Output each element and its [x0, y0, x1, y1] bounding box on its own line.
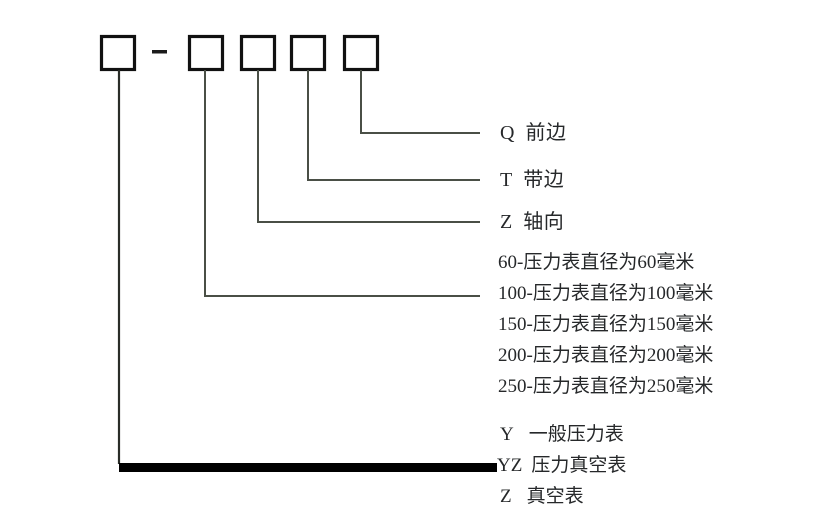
type-item-z: Z 真空表 [500, 487, 584, 506]
box-diameter[interactable] [187, 34, 225, 72]
label-flange: T 带边 [500, 170, 564, 190]
code-type-y: Y [500, 424, 514, 445]
code-front: Q [500, 122, 515, 144]
label-axial: Z 轴向 [500, 212, 564, 232]
leader-line-flange [307, 70, 480, 181]
diameter-item-200: 200-压力表直径为200毫米 [498, 345, 714, 366]
diameter-item-100: 100-压力表直径为100毫米 [498, 283, 714, 304]
text-flange: 带边 [523, 169, 565, 191]
base-bar [119, 463, 497, 472]
box-flange[interactable] [289, 34, 327, 72]
leader-line-diameter [204, 70, 480, 297]
diameter-item-250: 250-压力表直径为250毫米 [498, 376, 714, 397]
code-type-z: Z [500, 486, 512, 507]
box-front[interactable] [342, 34, 380, 72]
diameter-item-60: 60-压力表直径为60毫米 [498, 252, 695, 273]
text-type-y: 一般压力表 [528, 424, 624, 445]
text-type-yz: 压力真空表 [531, 455, 627, 476]
diameter-item-150: 150-压力表直径为150毫米 [498, 314, 714, 335]
code-axial: Z [500, 211, 513, 233]
type-item-yz: YZ 压力真空表 [497, 456, 626, 475]
leader-line-front [360, 70, 480, 134]
text-front: 前边 [525, 122, 567, 144]
label-front: Q 前边 [500, 123, 566, 143]
leader-line-axial [257, 70, 480, 223]
separator-dash [152, 50, 167, 54]
text-type-z: 真空表 [526, 486, 584, 507]
box-axial[interactable] [239, 34, 277, 72]
text-axial: 轴向 [523, 211, 565, 233]
type-item-y: Y 一般压力表 [500, 425, 624, 444]
box-type[interactable] [99, 34, 137, 72]
code-type-yz: YZ [497, 455, 523, 476]
code-flange: T [500, 169, 513, 191]
